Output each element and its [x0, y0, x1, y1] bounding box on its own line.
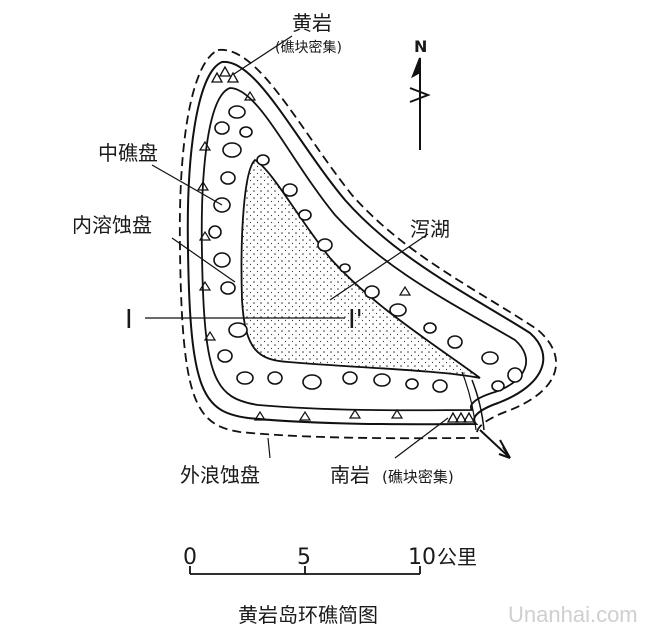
label-huangyan: 黄岩	[292, 11, 332, 35]
leader-lines	[145, 35, 449, 459]
nanyan-blocks	[446, 411, 476, 423]
scale-bar	[189, 566, 421, 575]
outer-dashed-boundary	[178, 49, 557, 440]
huangyan-blocks	[210, 65, 240, 83]
label-wai-langshipan: 外浪蚀盘	[180, 463, 260, 487]
north-arrow-icon	[409, 57, 431, 150]
north-label: N	[414, 37, 427, 56]
lagoon-edge	[240, 158, 481, 379]
watermark: Unanhai.com	[508, 602, 638, 627]
label-section-left: I	[125, 305, 133, 335]
map-caption: 黄岩岛环礁简图	[238, 603, 378, 627]
label-nei-rongshipan: 内溶蚀盘	[72, 213, 152, 237]
label-huangyan-note: (礁块密集)	[275, 39, 342, 56]
label-zhong-jiaopan: 中礁盘	[98, 141, 158, 165]
reef-debris	[196, 90, 412, 421]
scale-unit: 公里	[437, 545, 477, 569]
label-section-right: I'	[348, 305, 363, 335]
label-xiehu: 泻湖	[410, 217, 450, 241]
scale-tick-10: 10	[408, 545, 436, 570]
label-nanyan: 南岩	[330, 463, 370, 487]
coral-blocks	[208, 105, 523, 393]
lagoon-channel	[471, 379, 485, 431]
middle-reef-edge	[200, 87, 528, 412]
channel-arrow	[479, 429, 511, 459]
label-nanyan-note: (礁块密集)	[382, 468, 454, 486]
scale-tick-0: 0	[183, 545, 197, 570]
lagoon-channel-edge	[461, 371, 477, 431]
scale-tick-5: 5	[297, 545, 311, 570]
